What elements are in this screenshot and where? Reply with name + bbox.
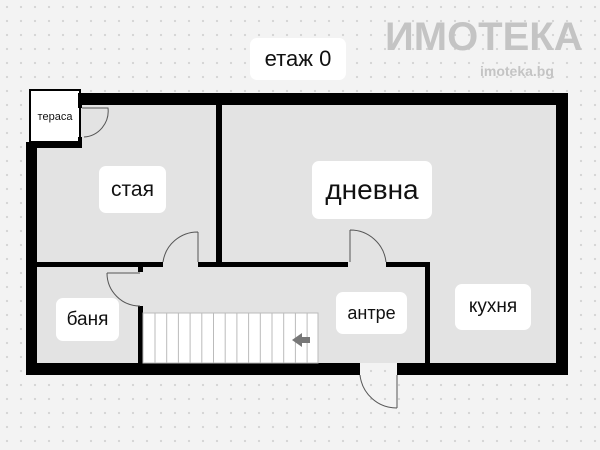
room-label-room: стая — [99, 166, 166, 213]
room-label-bathroom: баня — [56, 298, 119, 341]
room-door — [162, 231, 199, 263]
room-label-kitchen: кухня — [455, 284, 531, 330]
doors — [82, 107, 398, 409]
watermark-url: imoteka.bg — [480, 63, 554, 79]
floor-title: етаж 0 — [250, 38, 346, 80]
room-label-terrace: тераса — [37, 111, 73, 123]
living-door — [349, 229, 387, 263]
walls — [26, 93, 568, 375]
watermark-logo: ИМОТЕКА — [385, 15, 583, 59]
bathroom-door — [106, 272, 141, 307]
terrace-door — [82, 107, 109, 138]
entrance-door — [359, 374, 398, 409]
staircase — [142, 312, 319, 364]
room-label-hall: антре — [336, 292, 407, 334]
terrace-area — [29, 89, 81, 143]
room-label-living: дневна — [312, 161, 432, 219]
stair-arrow-icon — [292, 333, 302, 347]
